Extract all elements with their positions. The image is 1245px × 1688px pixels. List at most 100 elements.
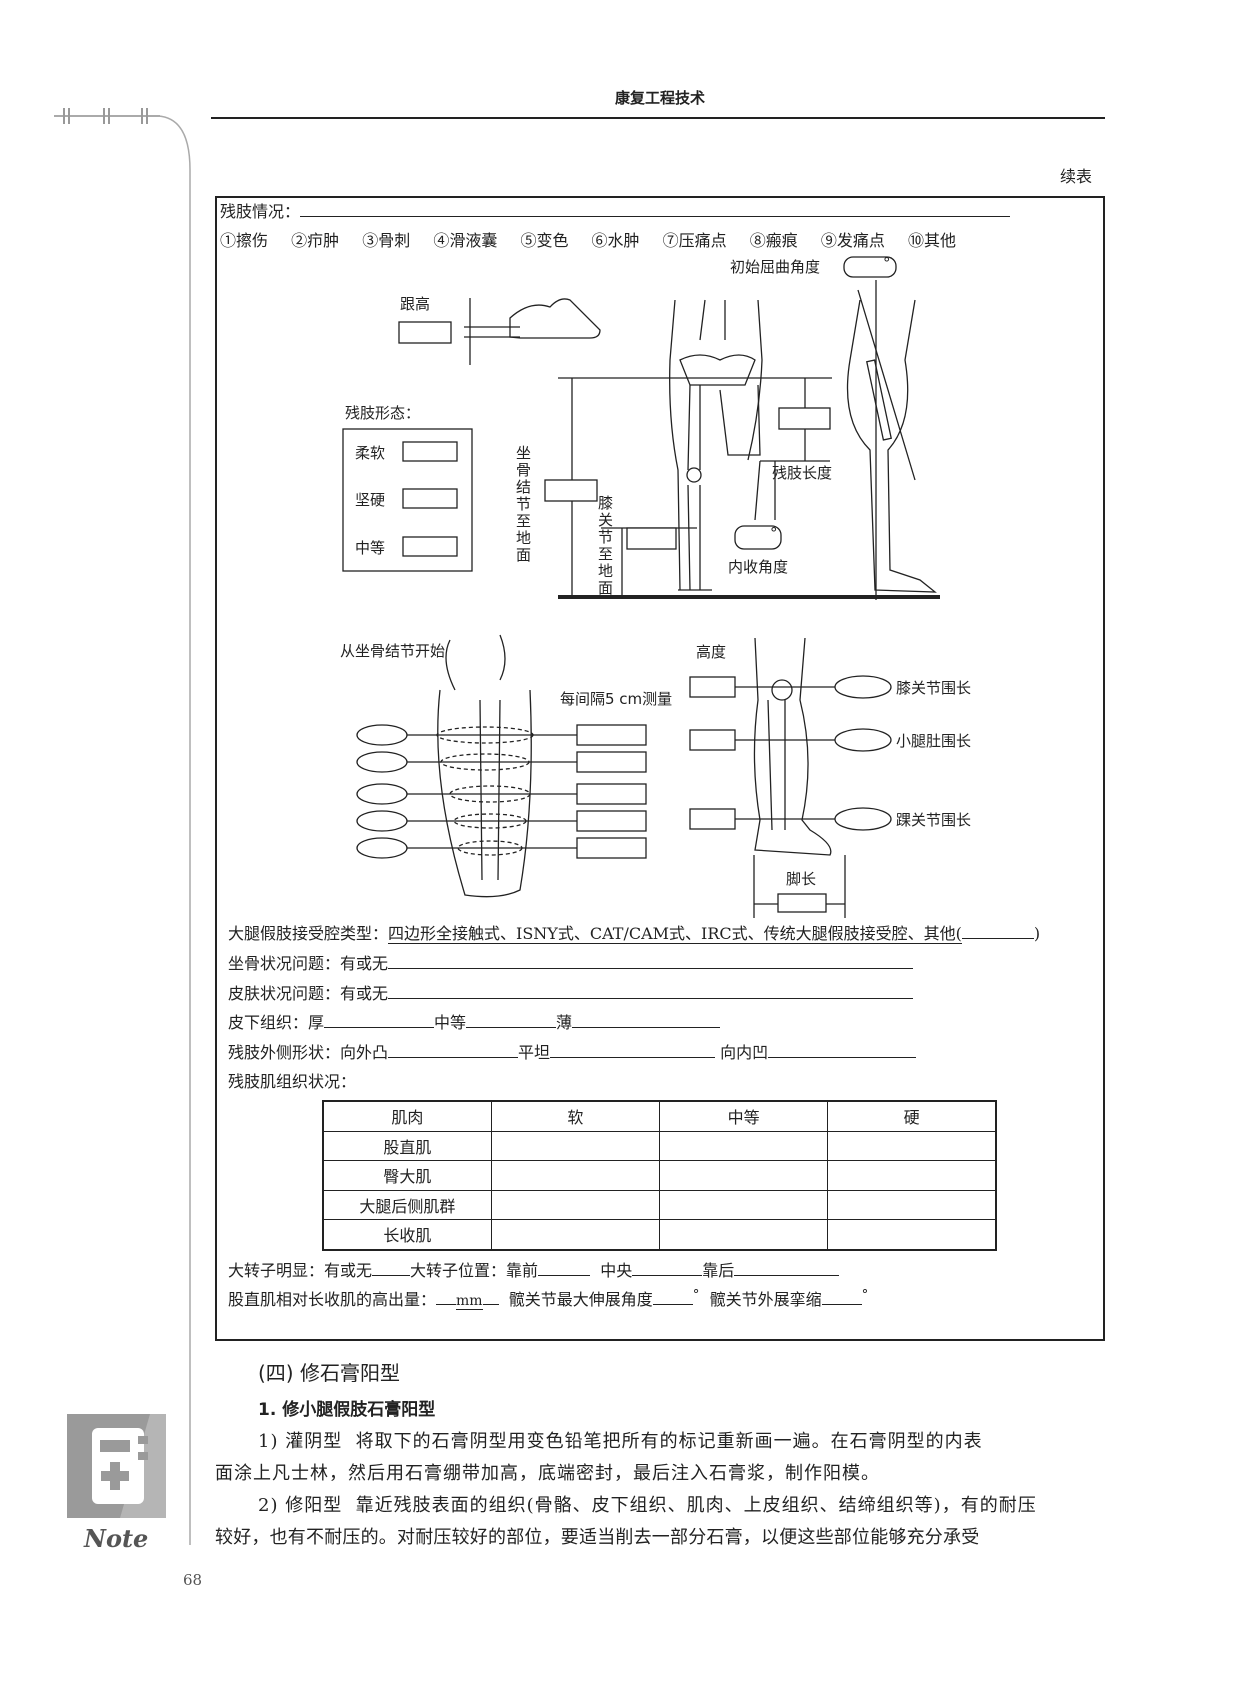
svg-text:°: ° — [883, 254, 891, 272]
rectus-field[interactable] — [436, 1290, 457, 1305]
table-row: 大腿后侧肌群 — [322, 1189, 997, 1220]
soft-cell[interactable] — [490, 1189, 661, 1220]
soft-cell[interactable] — [490, 1219, 661, 1250]
medium-field[interactable] — [466, 1013, 557, 1028]
svg-text:小腿肚围长: 小腿肚围长 — [896, 732, 971, 750]
medium-label: 中等 — [434, 1013, 467, 1032]
ischial-problem-row: 坐骨状况问题：有或无 — [228, 950, 914, 974]
table-row: 股直肌 — [322, 1130, 997, 1161]
thigh-circumference-rows — [356, 724, 647, 859]
socket-type-options[interactable]: 四边形全接触式、ISNY式、CAT/CAM式、IRC式、传统大腿假肢接受腔、其他… — [388, 924, 962, 944]
condition-option[interactable]: ④滑液囊 — [433, 231, 498, 250]
stump-length-field — [778, 407, 831, 430]
step-label: 1) 灌阴型 — [258, 1431, 343, 1452]
svg-text:脚长: 脚长 — [786, 870, 816, 888]
concave-field[interactable] — [768, 1043, 917, 1058]
muscle-name: 长收肌 — [322, 1219, 492, 1250]
stump-condition-row: 残肢情况： — [220, 198, 1011, 222]
flat-label: 平坦 — [518, 1043, 551, 1062]
paragraph-1-line-1: 1) 灌阴型 将取下的石膏阴型用变色铅笔把所有的标记重新画一遍。在石膏阴型的内表 — [258, 1427, 983, 1453]
knee-ground-field — [626, 527, 677, 550]
rectus-label: 股直肌相对长收肌的高出量： — [228, 1290, 437, 1309]
column-header: 肌肉 — [322, 1100, 492, 1132]
paragraph-text: 靠近残肢表面的组织(骨骼、皮下组织、肌肉、上皮组织、结缔组织等)，有的耐压 — [355, 1495, 1037, 1516]
stump-form-label: 残肢形态： — [345, 404, 420, 422]
muscle-name: 臀大肌 — [322, 1160, 492, 1191]
front-field[interactable] — [538, 1261, 591, 1276]
svg-text:残肢长度: 残肢长度 — [772, 464, 832, 482]
svg-text:内收角度: 内收角度 — [728, 558, 788, 576]
condition-option[interactable]: ③骨刺 — [362, 231, 411, 250]
medium-field — [402, 536, 458, 557]
concave-label: 向内凹 — [720, 1043, 769, 1062]
medium-cell[interactable] — [658, 1189, 829, 1220]
muscle-name: 股直肌 — [322, 1130, 492, 1161]
convex-field[interactable] — [388, 1043, 519, 1058]
socket-close: ) — [1033, 924, 1041, 943]
muscle-table: 肌肉 软 中等 硬 股直肌 臀大肌 大腿后侧肌群 长收肌 — [322, 1100, 997, 1251]
lateral-shape-label: 残肢外侧形状：向外凸 — [228, 1043, 389, 1062]
page-number: 68 — [183, 1571, 203, 1589]
condition-option[interactable]: ⑨发痛点 — [820, 231, 885, 250]
subcutaneous-row: 皮下组织：厚中等薄 — [228, 1009, 721, 1033]
stump-condition-field[interactable] — [300, 202, 1011, 217]
skin-problem-label: 皮肤状况问题：有或无 — [228, 984, 389, 1003]
medium-cell[interactable] — [658, 1160, 829, 1191]
skin-problem-field[interactable] — [388, 984, 914, 999]
svg-text:中等: 中等 — [355, 539, 385, 557]
flexion-angle-field — [843, 256, 897, 278]
condition-option[interactable]: ②疖肿 — [291, 231, 340, 250]
condition-option[interactable]: ⑤变色 — [520, 231, 569, 250]
flat-field[interactable] — [550, 1043, 716, 1058]
rectus-row: 股直肌相对长收肌的高出量：mm 髋关节最大伸展角度° 髋关节外展挛缩° — [228, 1286, 868, 1310]
shoe-drawing — [509, 298, 601, 339]
measurement-diagrams: 初始屈曲角度 ° 跟高 残肢形态： 柔软 坚硬 中等 残肢长度 ° 内收角度 — [340, 254, 971, 918]
stump-condition-label: 残肢情况： — [220, 202, 301, 221]
condition-option[interactable]: ①擦伤 — [220, 231, 269, 250]
subcutaneous-label: 皮下组织：厚 — [228, 1013, 325, 1032]
condition-option[interactable]: ⑧瘢痕 — [749, 231, 798, 250]
hip-abduction-field[interactable] — [821, 1290, 862, 1305]
hard-cell[interactable] — [827, 1130, 997, 1161]
heel-height-label: 跟高 — [400, 295, 430, 313]
condition-option[interactable]: ⑩其他 — [907, 231, 956, 250]
hip-extension-field[interactable] — [652, 1290, 693, 1305]
svg-text:每间隔5 cm测量: 每间隔5 cm测量 — [560, 690, 672, 708]
medium-cell[interactable] — [658, 1219, 829, 1250]
svg-text:°: ° — [770, 524, 778, 542]
svg-text:柔软: 柔软 — [355, 444, 385, 462]
soft-cell[interactable] — [490, 1130, 661, 1161]
paragraph-text: 将取下的石膏阴型用变色铅笔把所有的标记重新画一遍。在石膏阴型的内表 — [355, 1431, 983, 1452]
condition-option[interactable]: ⑥水肿 — [591, 231, 640, 250]
hip-abduction-label: 髋关节外展挛缩 — [709, 1290, 822, 1309]
ischial-ground-field — [544, 479, 598, 502]
thin-field[interactable] — [572, 1013, 721, 1028]
back-label: 靠后 — [702, 1261, 735, 1280]
paragraph-1-line-2: 面涂上凡士林，然后用石膏绷带加高，底端密封，最后注入石膏浆，制作阳模。 — [215, 1463, 880, 1484]
degree-mark: ° — [692, 1287, 700, 1303]
soft-field — [402, 441, 458, 462]
trochanter-field[interactable] — [372, 1261, 411, 1276]
center-field[interactable] — [632, 1261, 703, 1276]
section-heading: (四) 修石膏阳型 — [258, 1361, 400, 1385]
svg-text:膝关节围长: 膝关节围长 — [896, 679, 971, 697]
soft-cell[interactable] — [490, 1160, 661, 1191]
medium-cell[interactable] — [658, 1130, 829, 1161]
table-row: 臀大肌 — [322, 1160, 997, 1191]
margin-decoration — [54, 108, 191, 1545]
hard-cell[interactable] — [827, 1160, 997, 1191]
svg-text:高度: 高度 — [696, 643, 726, 661]
note-icon — [67, 1414, 166, 1518]
condition-option[interactable]: ⑦压痛点 — [662, 231, 727, 250]
thick-field[interactable] — [324, 1013, 435, 1028]
muscle-name: 大腿后侧肌群 — [322, 1189, 492, 1220]
svg-text:从坐骨结节开始: 从坐骨结节开始 — [340, 642, 445, 660]
hard-cell[interactable] — [827, 1219, 997, 1250]
back-field[interactable] — [734, 1261, 840, 1276]
hard-cell[interactable] — [827, 1189, 997, 1220]
center-label: 中央 — [600, 1261, 633, 1280]
trochanter-pos-label: 大转子位置：靠前 — [410, 1261, 539, 1280]
condition-options: ①擦伤 ②疖肿 ③骨刺 ④滑液囊 ⑤变色 ⑥水肿 ⑦压痛点 ⑧瘢痕 ⑨发痛点 ⑩… — [220, 227, 956, 251]
socket-other-field[interactable] — [961, 924, 1034, 939]
ischial-problem-field[interactable] — [388, 954, 914, 969]
